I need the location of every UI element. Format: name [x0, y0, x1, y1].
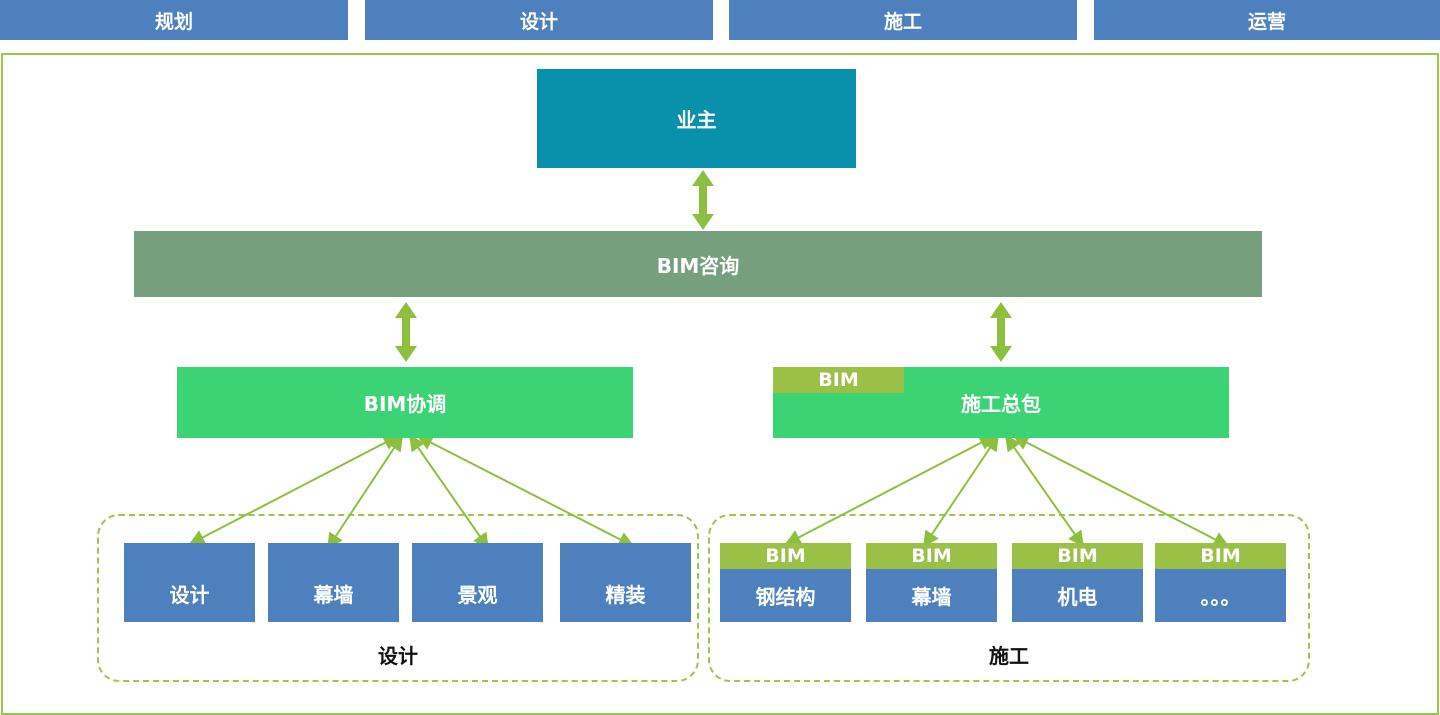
group-label-text: 施工: [989, 643, 1029, 668]
design-group-label: 设计: [97, 640, 699, 668]
phase-label: 施工: [883, 10, 922, 33]
owner-label: 业主: [676, 108, 717, 132]
bim-coordination-box: BIM协调: [177, 367, 633, 438]
construction-item-mep: 机电: [1012, 568, 1143, 622]
phase-planning: 规划: [0, 0, 348, 40]
design-item-design: 设计: [124, 543, 255, 622]
phase-label: 规划: [154, 10, 193, 33]
diagram-frame: [1, 53, 1439, 715]
link-contractor-curtainwall: [923, 434, 999, 548]
design-item-landscape: 景观: [412, 543, 543, 622]
construction-item-steel: 钢结构: [720, 568, 851, 622]
design-item-curtain-wall: 幕墙: [268, 543, 399, 622]
phase-design: 设计: [365, 0, 713, 40]
link-coordination-curtainwall: [327, 434, 403, 550]
general-contractor-bim-tag: BIM: [773, 367, 904, 393]
phase-construction: 施工: [729, 0, 1077, 40]
owner-consult-double-arrow: [692, 170, 714, 230]
design-item-label: 幕墙: [313, 583, 354, 607]
construction-item-label: 钢结构: [755, 584, 816, 609]
construction-group-label: 施工: [708, 640, 1310, 668]
construction-item-curtain-wall-bim-tag: BIM: [866, 543, 997, 569]
consult-contractor-double-arrow: [990, 302, 1012, 362]
bim-consulting-bar: BIM咨询: [134, 231, 1262, 297]
construction-item-label: 。。。: [1200, 584, 1241, 609]
bim-tag-label: BIM: [911, 545, 952, 567]
bim-tag-label: BIM: [818, 369, 859, 391]
bim-tag-label: BIM: [765, 545, 806, 567]
bim-tag-label: BIM: [1057, 545, 1098, 567]
owner-box: 业主: [537, 69, 856, 168]
construction-item-steel-bim-tag: BIM: [720, 543, 851, 569]
consult-coordination-double-arrow: [395, 302, 417, 362]
construction-item-more-bim-tag: BIM: [1155, 543, 1286, 569]
design-item-label: 景观: [457, 583, 498, 607]
link-contractor-more: [1012, 435, 1230, 547]
bim-consulting-label: BIM咨询: [656, 253, 740, 278]
design-item-label: 精装: [605, 583, 646, 607]
construction-item-more: 。。。: [1155, 568, 1286, 622]
phase-operation: 运营: [1094, 0, 1440, 40]
general-contractor-box: 施工总包: [773, 367, 1229, 438]
link-coordination-interior: [416, 435, 635, 547]
bim-coordination-label: BIM协调: [363, 392, 447, 416]
general-contractor-label: 施工总包: [961, 392, 1041, 416]
construction-item-curtain-wall: 幕墙: [866, 568, 997, 622]
bim-tag-label: BIM: [1200, 545, 1241, 567]
construction-item-label: 幕墙: [911, 584, 952, 609]
construction-item-mep-bim-tag: BIM: [1012, 543, 1143, 569]
group-label-text: 设计: [378, 643, 418, 668]
design-item-label: 设计: [169, 583, 210, 607]
phase-label: 运营: [1247, 10, 1286, 33]
construction-item-label: 机电: [1057, 584, 1098, 609]
phase-label: 设计: [519, 10, 558, 33]
design-item-interior: 精装: [560, 543, 691, 622]
